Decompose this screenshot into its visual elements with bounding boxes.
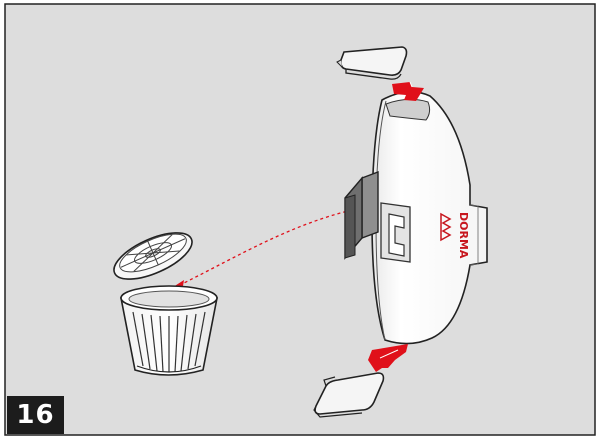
step-number-badge: 16 — [7, 396, 64, 434]
trash-bin-icon — [121, 286, 217, 375]
background-panel — [5, 4, 595, 435]
dorma-logo-text: DORMA — [457, 212, 470, 259]
